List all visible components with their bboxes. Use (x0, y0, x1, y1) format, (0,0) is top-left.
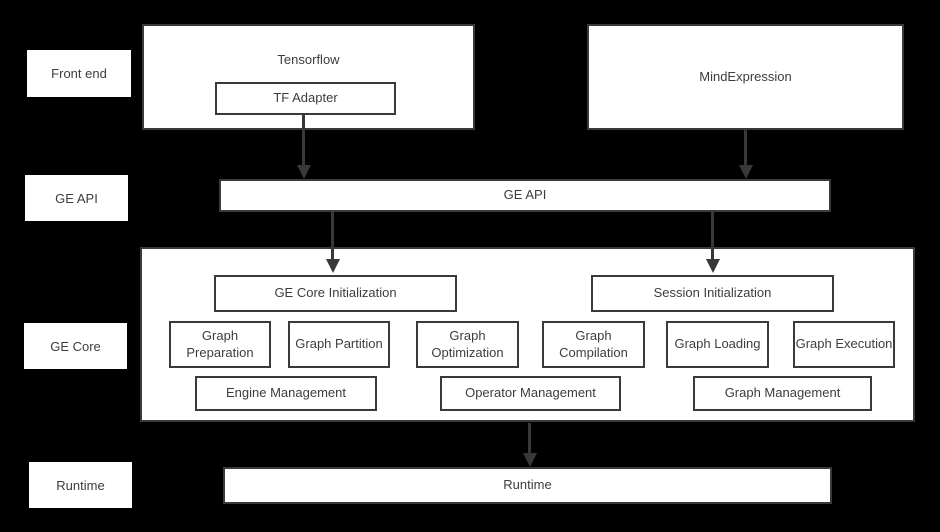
arrow-mindexpression-to-ge-api (738, 130, 753, 179)
runtime-bar-label: Runtime (503, 477, 552, 493)
graph-management-box: Graph Management (693, 376, 872, 411)
tensorflow-box: Tensorflow TF Adapter (142, 24, 475, 130)
graph-loading-label: Graph Loading (674, 336, 761, 352)
arrow-head-icon (325, 259, 340, 273)
tf-adapter-label: TF Adapter (273, 90, 338, 106)
tensorflow-title: Tensorflow (277, 52, 340, 67)
ge-api-bar: GE API (219, 179, 831, 212)
runtime-bar: Runtime (223, 467, 832, 504)
arrow-stem (711, 212, 714, 259)
side-label-ge-core: GE Core (24, 323, 127, 369)
side-label-front-end: Front end (27, 50, 131, 97)
engine-management-box: Engine Management (195, 376, 377, 411)
ge-api-bar-label: GE API (503, 187, 547, 203)
arrow-tf-adapter-to-ge-api (296, 113, 311, 179)
graph-compilation-box: Graph Compilation (542, 321, 645, 368)
arrow-head-icon (705, 259, 720, 273)
operator-management-label: Operator Management (465, 385, 596, 401)
graph-execution-label: Graph Execution (795, 336, 893, 352)
graph-compilation-label: Graph Compilation (559, 327, 628, 360)
graph-loading-box: Graph Loading (666, 321, 769, 368)
arrow-ge-api-to-session-initialization (705, 212, 720, 273)
arrow-head-icon (522, 453, 537, 467)
side-label-runtime: Runtime (29, 462, 132, 508)
arrow-head-icon (738, 165, 753, 179)
arrow-stem (744, 130, 747, 165)
engine-management-label: Engine Management (226, 385, 346, 401)
graph-management-label: Graph Management (724, 385, 841, 401)
graph-execution-box: Graph Execution (793, 321, 895, 368)
graph-partition-box: Graph Partition (288, 321, 390, 368)
ge-core-initialization-label: GE Core Initialization (274, 285, 397, 301)
arrow-stem (528, 423, 531, 453)
arrow-stem (302, 113, 305, 165)
mindexpression-box: MindExpression (587, 24, 904, 130)
graph-partition-label: Graph Partition (295, 336, 383, 352)
graph-optimization-box: Graph Optimization (416, 321, 519, 368)
arrow-stem (331, 212, 334, 259)
ge-core-initialization-box: GE Core Initialization (214, 275, 457, 312)
session-initialization-label: Session Initialization (653, 285, 772, 301)
ge-core-box: GE Core Initialization Session Initializ… (140, 247, 915, 422)
arrow-head-icon (296, 165, 311, 179)
graph-preparation-label: Graph Preparation (186, 327, 254, 360)
session-initialization-box: Session Initialization (591, 275, 834, 312)
graph-preparation-box: Graph Preparation (169, 321, 271, 368)
mindexpression-label: MindExpression (699, 68, 792, 84)
side-label-ge-api: GE API (25, 175, 128, 221)
graph-optimization-label: Graph Optimization (431, 327, 504, 360)
arrow-ge-api-to-ge-core-initialization (325, 212, 340, 273)
operator-management-box: Operator Management (440, 376, 621, 411)
tf-adapter-box: TF Adapter (215, 82, 396, 115)
arrow-ge-core-to-runtime (522, 423, 537, 467)
